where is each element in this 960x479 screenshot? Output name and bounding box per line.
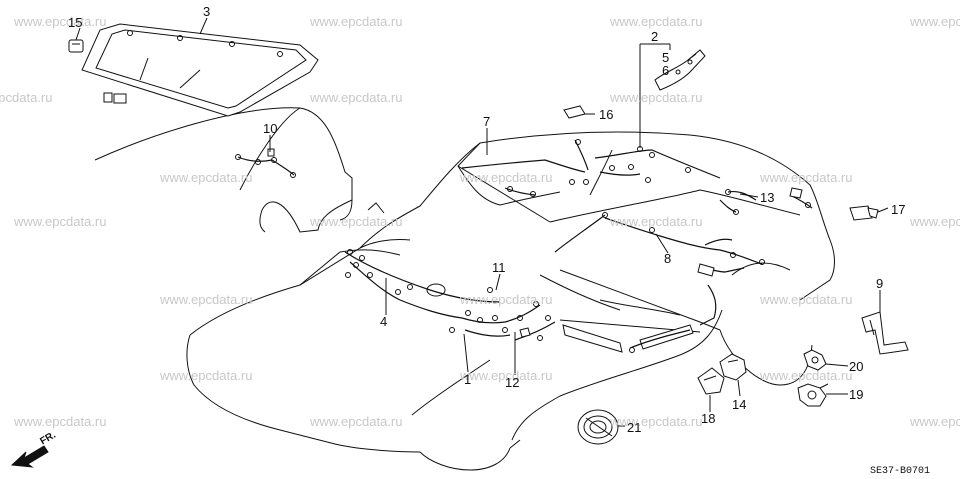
harness-2 bbox=[594, 146, 721, 183]
clip-18 bbox=[697, 367, 725, 395]
watermark-21: www.epcdata.ru bbox=[14, 414, 107, 429]
watermark-9: www.epcdata.ru bbox=[460, 170, 553, 185]
watermark-11: www.epcdata.ru bbox=[14, 214, 107, 229]
main-car-body bbox=[186, 131, 835, 471]
watermark-10: www.epcdata.ru bbox=[760, 170, 853, 185]
callout-20: 20 bbox=[849, 359, 864, 374]
watermark-3: www.epcdata.ru bbox=[610, 14, 703, 29]
callout-17: 17 bbox=[891, 202, 906, 217]
floor-panel bbox=[562, 324, 694, 353]
harness-8 bbox=[554, 212, 765, 265]
callout-9: 9 bbox=[876, 276, 884, 291]
callout-13: 13 bbox=[760, 190, 775, 205]
callout-21: 21 bbox=[627, 420, 642, 435]
clip-17 bbox=[849, 205, 879, 221]
watermark-5: www.epcdata.ru bbox=[0, 90, 53, 105]
rear-car-outline bbox=[94, 107, 353, 233]
front-arrow-icon bbox=[10, 445, 49, 468]
watermark-6: www.epcdata.ru bbox=[310, 90, 403, 105]
front-body-lines bbox=[299, 239, 411, 286]
watermark-18: www.epcdata.ru bbox=[160, 368, 253, 383]
leader-lines bbox=[75, 17, 889, 427]
callout-4: 4 bbox=[380, 314, 388, 329]
callout-14: 14 bbox=[732, 397, 747, 412]
callout-12: 12 bbox=[505, 375, 520, 390]
watermark-4: www.epcdata.ru bbox=[910, 14, 960, 29]
watermark-2: www.epcdata.ru bbox=[310, 14, 403, 29]
grommet-21 bbox=[577, 409, 619, 445]
callout-15: 15 bbox=[68, 15, 83, 30]
callout-11: 11 bbox=[492, 260, 506, 275]
harness-13 bbox=[719, 187, 813, 215]
watermark-8: www.epcdata.ru bbox=[160, 170, 253, 185]
callout-5: 5 bbox=[662, 50, 670, 65]
watermark-12: www.epcdata.ru bbox=[310, 214, 403, 229]
callout-8: 8 bbox=[664, 251, 672, 266]
harness-10 bbox=[235, 148, 296, 178]
harness-floor-run bbox=[629, 263, 745, 353]
watermark-17: www.epcdata.ru bbox=[760, 292, 853, 307]
bracket-5-6 bbox=[654, 49, 706, 91]
watermark-16: www.epcdata.ru bbox=[460, 292, 553, 307]
watermark-1: www.epcdata.ru bbox=[14, 14, 107, 29]
watermark-15: www.epcdata.ru bbox=[160, 292, 253, 307]
connector-bracket-3 bbox=[103, 92, 127, 104]
watermark-24: www.epcdata.ru bbox=[910, 414, 960, 429]
callout-1: 1 bbox=[464, 372, 472, 387]
watermark-23: www.epcdata.ru bbox=[610, 414, 703, 429]
clip-16 bbox=[563, 105, 586, 119]
rear-window-panel bbox=[81, 23, 319, 117]
callout-18: 18 bbox=[701, 411, 716, 426]
watermark-13: www.epcdata.ru bbox=[610, 214, 703, 229]
callout-16: 16 bbox=[599, 107, 614, 122]
diagram-code: SE37-B0701 bbox=[870, 466, 931, 477]
callout-6: 6 bbox=[662, 63, 670, 78]
callout-19: 19 bbox=[849, 387, 864, 402]
clip-14 bbox=[719, 353, 747, 381]
clip-15 bbox=[68, 39, 84, 53]
callout-3: 3 bbox=[203, 4, 211, 19]
watermark-22: www.epcdata.ru bbox=[310, 414, 403, 429]
watermark-20: www.epcdata.ru bbox=[760, 368, 853, 383]
harness-4 bbox=[344, 249, 556, 341]
harness-7 bbox=[461, 139, 589, 197]
callout-7: 7 bbox=[483, 114, 491, 129]
callout-2: 2 bbox=[651, 29, 659, 44]
bracket-9 bbox=[861, 311, 909, 355]
watermark-14: www.epcdata.ru bbox=[910, 214, 960, 229]
watermark-7: www.epcdata.ru bbox=[610, 90, 703, 105]
callout-10: 10 bbox=[263, 121, 278, 136]
watermark-19: www.epcdata.ru bbox=[460, 368, 553, 383]
clip-19 bbox=[797, 383, 829, 407]
